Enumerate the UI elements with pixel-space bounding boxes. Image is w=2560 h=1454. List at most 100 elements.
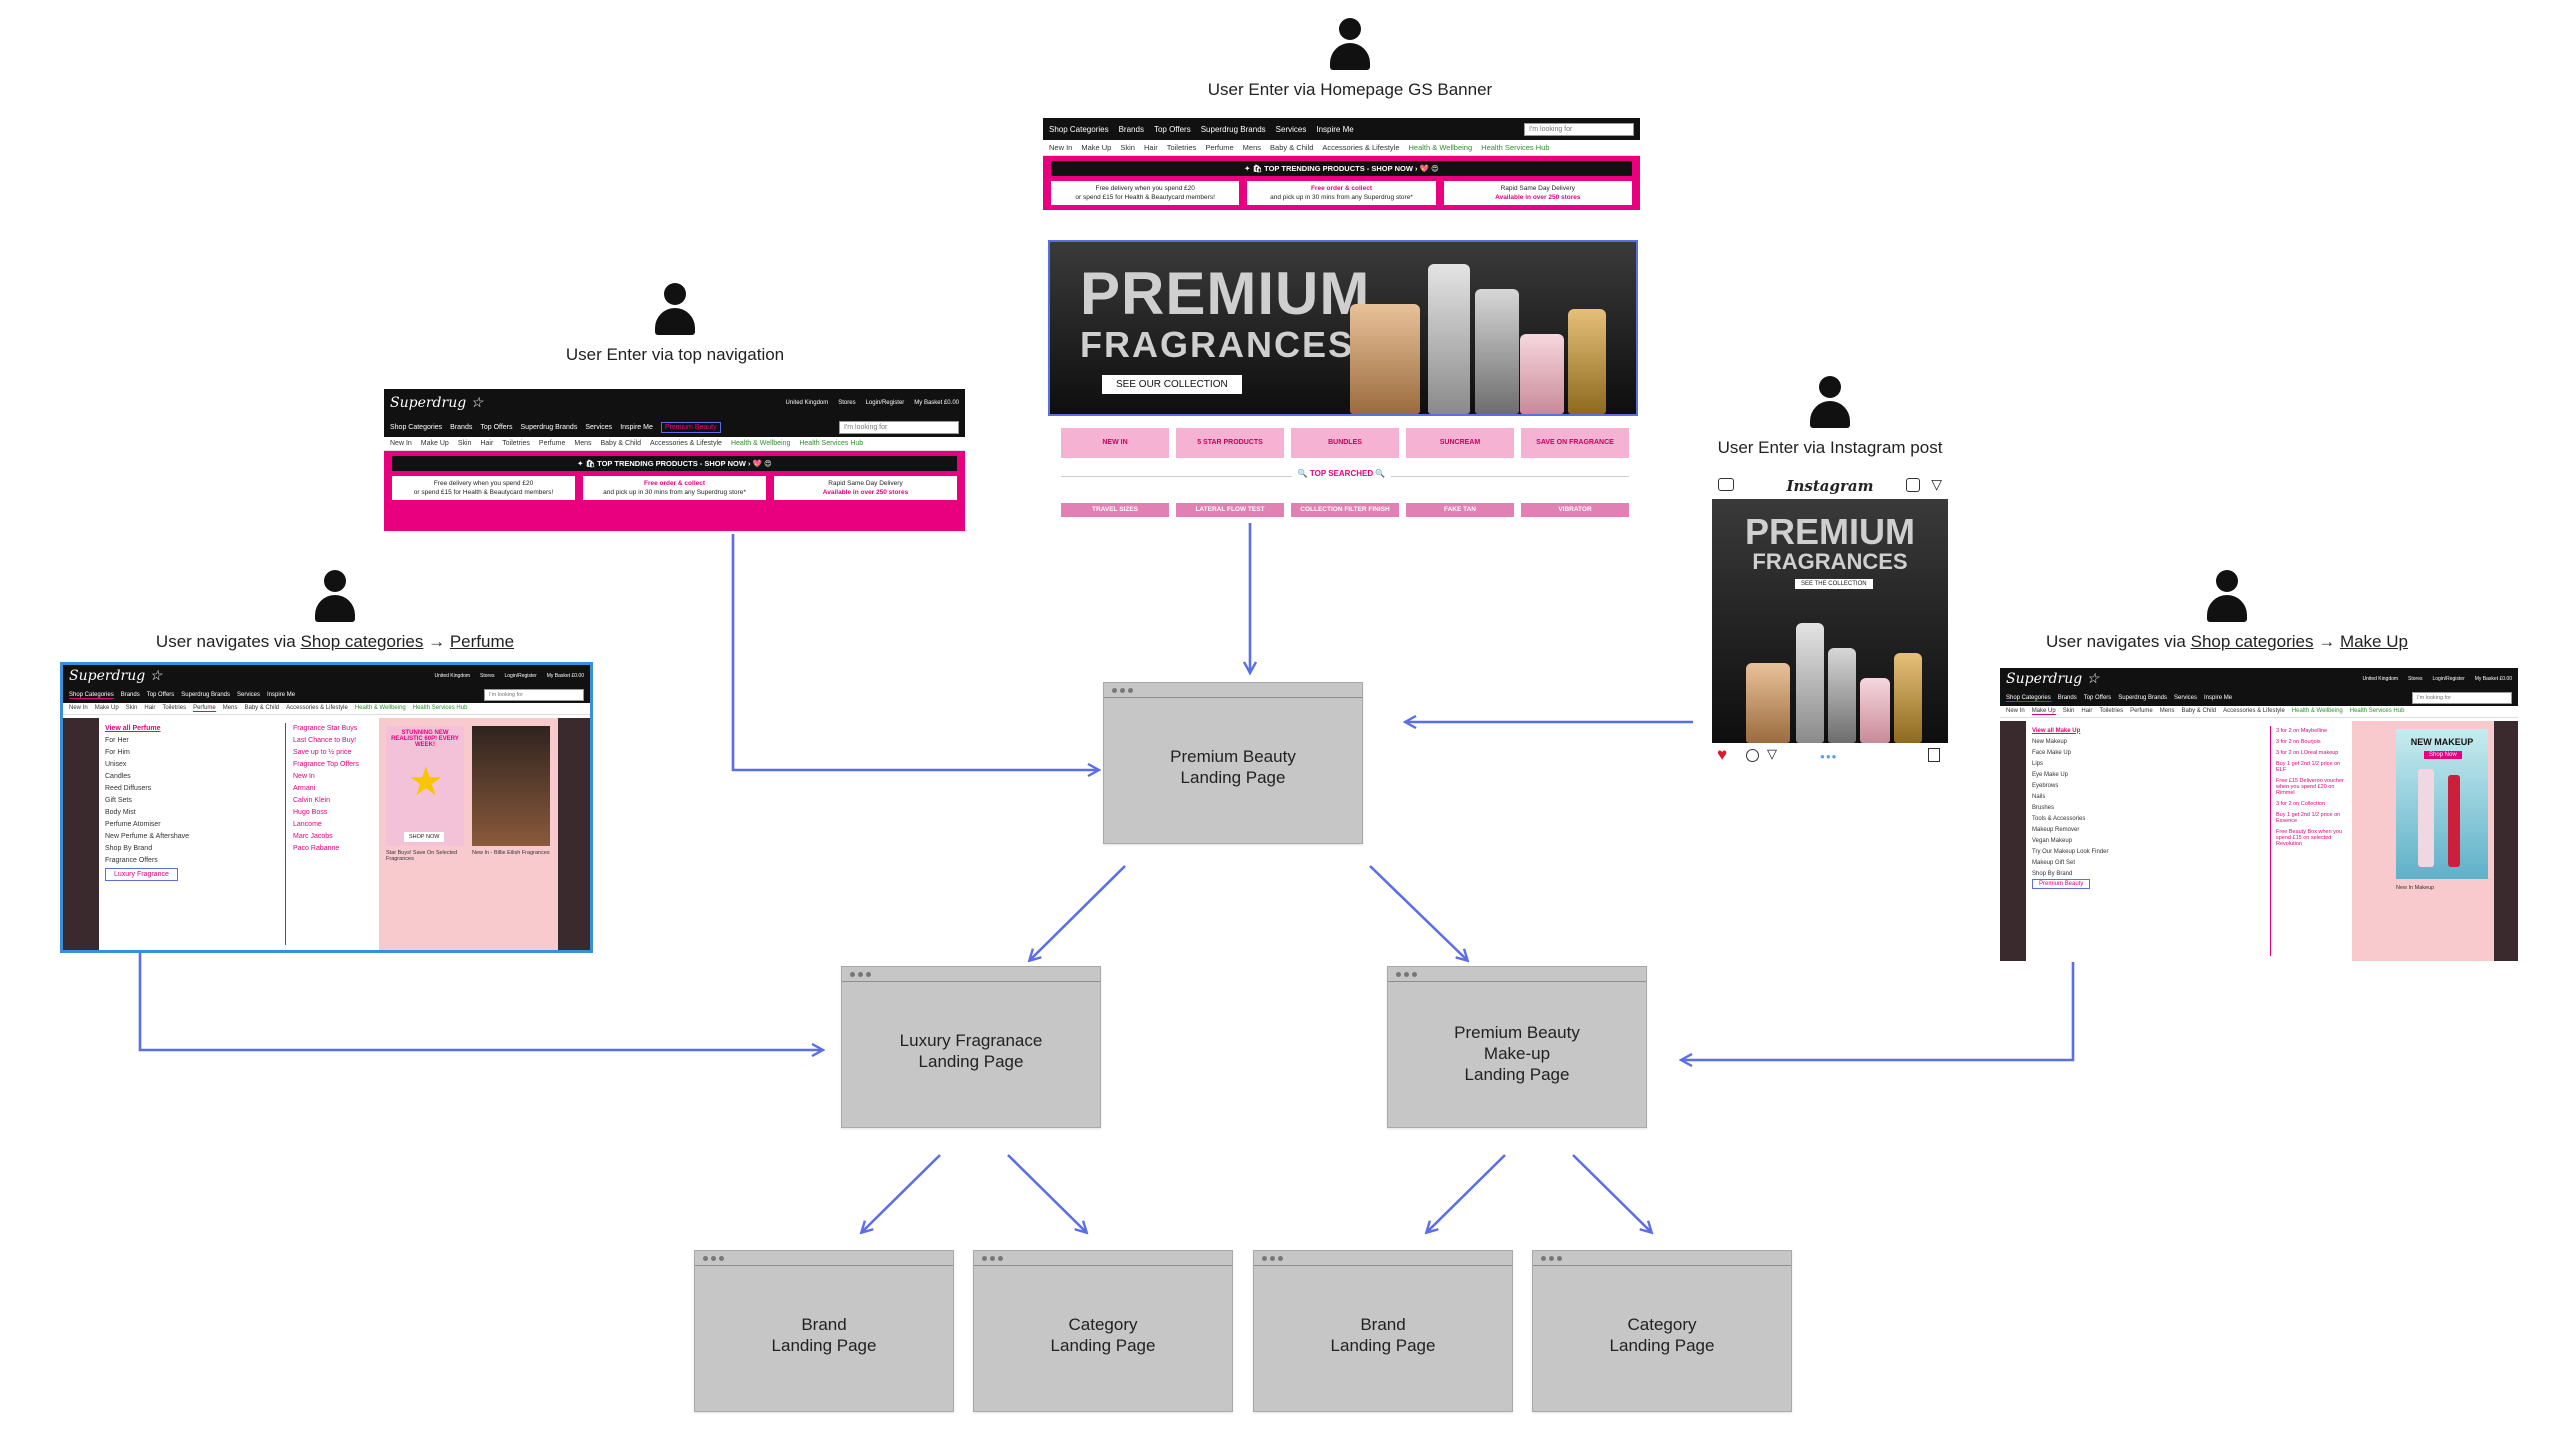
sub-nav-skin[interactable]: Skin bbox=[1120, 143, 1135, 152]
basket-link[interactable]: My Basket £0.00 bbox=[2474, 676, 2512, 682]
sub-nav-toiletries[interactable]: Toiletries bbox=[2099, 708, 2124, 714]
menu-item[interactable]: 3 for 2 on Maybelline bbox=[2276, 727, 2328, 734]
comment-icon[interactable] bbox=[1746, 749, 1759, 762]
menu-item[interactable]: Makeup Gift Set bbox=[2032, 859, 2076, 866]
sub-nav-perfume[interactable]: Perfume bbox=[538, 440, 566, 447]
heart-icon[interactable]: ♥ bbox=[1717, 745, 1728, 764]
menu-item-view-all[interactable]: View all Perfume bbox=[105, 724, 161, 732]
sub-nav-accessories[interactable]: Accessories & Lifestyle bbox=[1322, 143, 1400, 152]
tv-icon[interactable] bbox=[1906, 478, 1920, 492]
nav-top-offers[interactable]: Top Offers bbox=[1153, 124, 1191, 134]
promo-new-makeup-image[interactable]: NEW MAKEUP Shop Now bbox=[2396, 729, 2488, 879]
chip-save-on-fragrance[interactable]: SAVE ON FRAGRANCE bbox=[1521, 428, 1629, 458]
promo-billie-eilish-image[interactable] bbox=[472, 726, 550, 846]
nav-superdrug-brands[interactable]: Superdrug Brands bbox=[520, 423, 578, 431]
nav-top-offers[interactable]: Top Offers bbox=[146, 692, 175, 698]
menu-item[interactable]: For Her bbox=[105, 736, 129, 744]
stores-link[interactable]: Stores bbox=[480, 673, 495, 679]
menu-item[interactable]: Lips bbox=[2032, 760, 2044, 767]
menu-item[interactable]: Gift Sets bbox=[105, 796, 132, 804]
login-link[interactable]: Login/Register bbox=[504, 673, 537, 679]
search-input[interactable]: I'm looking for bbox=[839, 420, 959, 434]
sub-nav-baby-child[interactable]: Baby & Child bbox=[1270, 143, 1314, 152]
chip-new-in[interactable]: NEW IN bbox=[1061, 428, 1169, 458]
sub-nav-new-in[interactable]: New In bbox=[1049, 143, 1073, 152]
superdrug-logo[interactable]: Superdrug ☆ bbox=[390, 395, 484, 411]
chip-suncream[interactable]: SUNCREAM bbox=[1406, 428, 1514, 458]
nav-brands[interactable]: Brands bbox=[450, 423, 473, 431]
instagram-post[interactable]: Instagram ▽ PREMIUM FRAGRANCES SEE THE C… bbox=[1712, 473, 1948, 767]
menu-item[interactable]: Shop By Brand bbox=[2032, 870, 2073, 877]
country-selector[interactable]: United Kingdom bbox=[785, 400, 829, 406]
chip-bundles[interactable]: BUNDLES bbox=[1291, 428, 1399, 458]
sub-nav-hair[interactable]: Hair bbox=[2081, 708, 2093, 714]
promo-star-buys-image[interactable]: STUNNING NEW REALISTIC 60P! EVERY WEEK! … bbox=[386, 726, 464, 846]
chip-vibrator[interactable]: VIBRATOR bbox=[1521, 503, 1629, 517]
nav-shop-categories[interactable]: Shop Categories bbox=[69, 691, 114, 699]
sub-nav-health-wellbeing[interactable]: Health & Wellbeing bbox=[2291, 708, 2343, 714]
shop-now-button[interactable]: Shop Now bbox=[2424, 751, 2462, 759]
menu-item[interactable]: Brushes bbox=[2032, 804, 2055, 811]
shop-now-button[interactable]: SHOP NOW bbox=[404, 832, 445, 842]
bookmark-icon[interactable] bbox=[1928, 748, 1940, 762]
nav-shop-categories[interactable]: Shop Categories bbox=[1049, 124, 1109, 134]
nav-inspire-me[interactable]: Inspire Me bbox=[2204, 695, 2233, 701]
menu-item[interactable]: Fragrance Top Offers bbox=[293, 760, 359, 768]
menu-item-view-all[interactable]: View all Make Up bbox=[2032, 727, 2081, 734]
sub-nav-perfume[interactable]: Perfume bbox=[1205, 143, 1234, 152]
chip-travel-sizes[interactable]: TRAVEL SIZES bbox=[1061, 503, 1169, 517]
sub-nav-toiletries[interactable]: Toiletries bbox=[502, 440, 530, 447]
send-icon[interactable]: ▽ bbox=[1931, 476, 1942, 492]
menu-item[interactable]: Last Chance to Buy! bbox=[293, 736, 357, 744]
menu-item[interactable]: Candles bbox=[105, 772, 131, 780]
menu-item[interactable]: New Makeup bbox=[2032, 738, 2068, 745]
menu-item-premium-beauty[interactable]: Premium Beauty bbox=[2032, 879, 2091, 889]
sub-nav-mens[interactable]: Mens bbox=[2159, 708, 2175, 714]
sub-nav-mens[interactable]: Mens bbox=[222, 705, 238, 711]
menu-item[interactable]: Body Mist bbox=[105, 808, 136, 816]
login-link[interactable]: Login/Register bbox=[865, 400, 905, 406]
login-link[interactable]: Login/Register bbox=[2432, 676, 2465, 682]
sub-nav-perfume[interactable]: Perfume bbox=[193, 705, 216, 712]
sub-nav-skin[interactable]: Skin bbox=[125, 705, 138, 711]
camera-icon[interactable] bbox=[1718, 478, 1734, 491]
sub-nav-new-in[interactable]: New In bbox=[2006, 708, 2025, 714]
nav-shop-categories[interactable]: Shop Categories bbox=[2006, 694, 2051, 702]
sub-nav-new-in[interactable]: New In bbox=[390, 440, 412, 447]
menu-item[interactable]: 3 for 2 on LOreal makeup bbox=[2276, 749, 2339, 756]
search-input[interactable]: I'm looking for bbox=[484, 689, 584, 701]
menu-item[interactable]: For Him bbox=[105, 748, 130, 756]
menu-item[interactable]: Vegan Makeup bbox=[2032, 837, 2073, 844]
sub-nav-mens[interactable]: Mens bbox=[1242, 143, 1262, 152]
nav-superdrug-brands[interactable]: Superdrug Brands bbox=[181, 692, 230, 698]
chip-collection-filter[interactable]: COLLECTION FILTER FINISH bbox=[1291, 503, 1399, 517]
menu-item[interactable]: Fragrance Offers bbox=[105, 856, 158, 864]
menu-item[interactable]: Eye Make Up bbox=[2032, 771, 2069, 778]
nav-top-offers[interactable]: Top Offers bbox=[2083, 695, 2112, 701]
sub-nav-health-services[interactable]: Health Services Hub bbox=[412, 705, 468, 711]
brand-landing-page-2[interactable]: Brand Landing Page bbox=[1253, 1250, 1513, 1412]
sub-nav-make-up[interactable]: Make Up bbox=[1081, 143, 1112, 152]
sub-nav-accessories[interactable]: Accessories & Lifestyle bbox=[649, 440, 722, 447]
sub-nav-baby-child[interactable]: Baby & Child bbox=[600, 440, 641, 447]
menu-item[interactable]: 3 for 2 on Collection bbox=[2276, 800, 2325, 807]
nav-inspire-me[interactable]: Inspire Me bbox=[1316, 124, 1354, 134]
see-collection-button[interactable]: SEE OUR COLLECTION bbox=[1102, 375, 1242, 394]
menu-item[interactable]: Save up to ½ price bbox=[293, 748, 352, 756]
sub-nav-accessories[interactable]: Accessories & Lifestyle bbox=[286, 705, 348, 711]
sub-nav-perfume[interactable]: Perfume bbox=[2130, 708, 2153, 714]
menu-item[interactable]: Lancome bbox=[293, 820, 322, 828]
menu-item[interactable]: Free £15 Deliveroo voucher when you spen… bbox=[2276, 777, 2344, 796]
stores-link[interactable]: Stores bbox=[2408, 676, 2423, 682]
chip-5-star[interactable]: 5 STAR PRODUCTS bbox=[1176, 428, 1284, 458]
trending-banner[interactable]: ✦ 🛍 TOP TRENDING PRODUCTS - SHOP NOW › 💖… bbox=[392, 456, 957, 471]
sub-nav-health-services[interactable]: Health Services Hub bbox=[1481, 143, 1550, 152]
menu-item[interactable]: Tools & Accessories bbox=[2032, 815, 2086, 822]
menu-item[interactable]: Buy 1 get 2nd 1/2 price on Essence bbox=[2276, 811, 2341, 824]
menu-item[interactable]: Armani bbox=[293, 784, 316, 792]
category-landing-page-2[interactable]: Category Landing Page bbox=[1532, 1250, 1792, 1412]
sub-nav-baby-child[interactable]: Baby & Child bbox=[2181, 708, 2217, 714]
menu-item-luxury-fragrance[interactable]: Luxury Fragrance bbox=[105, 868, 178, 881]
superdrug-logo[interactable]: Superdrug ☆ bbox=[69, 668, 163, 684]
menu-item[interactable]: Buy 1 get 2nd 1/2 price on ELF bbox=[2276, 760, 2341, 773]
